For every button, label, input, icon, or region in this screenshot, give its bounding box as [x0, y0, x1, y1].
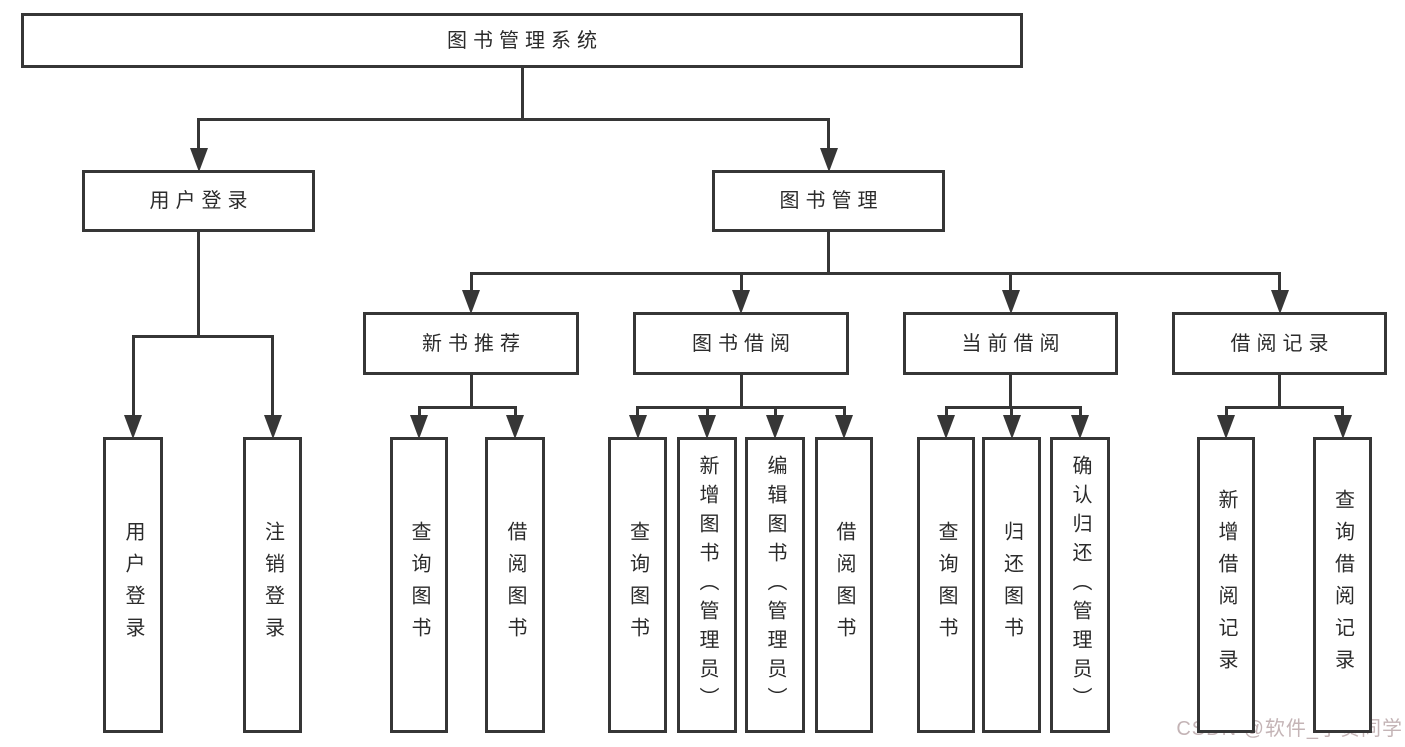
edge-drop [636, 406, 639, 417]
node-leaf-user-login: 用户登录 [103, 437, 163, 733]
edge-stem [520, 66, 524, 121]
node-leaf-edit-book: 编辑图书（管理员） [745, 437, 805, 733]
arrowhead-down-icon [1270, 290, 1289, 314]
edge-drop [1078, 406, 1082, 417]
edge-drop [827, 118, 830, 150]
arrowhead-down-icon [189, 148, 208, 172]
node-leaf-confirm-return: 确认归还（管理员） [1050, 437, 1110, 733]
node-leaf-add-book: 新增图书（管理员） [677, 437, 737, 733]
node-user-login: 用户登录 [82, 170, 315, 232]
node-root: 图书管理系统 [21, 13, 1023, 68]
edge-stem [739, 373, 743, 409]
edge-drop [271, 335, 274, 417]
arrowhead-down-icon [1071, 415, 1089, 439]
edge-stem [827, 230, 830, 275]
arrowhead-down-icon [732, 290, 750, 314]
arrowhead-down-icon [1217, 415, 1235, 439]
arrowhead-down-icon [698, 415, 716, 439]
arrowhead-down-icon [263, 415, 282, 439]
node-leaf-query-book-2: 查询图书 [608, 437, 667, 733]
edge-stem [469, 373, 473, 409]
edge-drop [1010, 406, 1013, 417]
edge-drop [944, 406, 948, 417]
arrowhead-down-icon [124, 415, 142, 439]
edge-drop [739, 272, 743, 292]
node-new-book-rec: 新书推荐 [363, 312, 579, 375]
node-leaf-query-book-1: 查询图书 [390, 437, 448, 733]
node-leaf-borrow-book-1: 借阅图书 [485, 437, 545, 733]
edge-drop [1341, 406, 1344, 417]
edge-stem [1009, 373, 1012, 409]
edge-rail [1224, 406, 1344, 409]
edge-rail [944, 406, 1082, 409]
edge-drop [197, 118, 200, 150]
node-leaf-query-record: 查询借阅记录 [1313, 437, 1372, 733]
edge-drop [705, 406, 709, 417]
node-leaf-query-book-3: 查询图书 [917, 437, 975, 733]
edge-drop [1224, 406, 1228, 417]
node-leaf-logout: 注销登录 [243, 437, 302, 733]
edge-drop [131, 335, 135, 417]
arrowhead-down-icon [462, 290, 480, 314]
arrowhead-down-icon [1002, 415, 1021, 439]
edge-drop [842, 406, 846, 417]
arrowhead-down-icon [835, 415, 853, 439]
edge-stem [1278, 373, 1281, 409]
edge-stem [197, 230, 200, 338]
edge-drop [417, 406, 421, 417]
node-borrow-records: 借阅记录 [1172, 312, 1387, 375]
node-leaf-borrow-book-2: 借阅图书 [815, 437, 873, 733]
arrowhead-down-icon [1333, 415, 1352, 439]
node-leaf-return-book: 归还图书 [982, 437, 1041, 733]
node-book-mgmt: 图书管理 [712, 170, 945, 232]
node-leaf-add-record: 新增借阅记录 [1197, 437, 1255, 733]
node-current-borrow: 当前借阅 [903, 312, 1118, 375]
edge-rail [197, 118, 830, 121]
arrowhead-down-icon [1001, 290, 1020, 314]
edge-rail [469, 272, 1281, 275]
arrowhead-down-icon [766, 415, 784, 439]
arrowhead-down-icon [937, 415, 955, 439]
edge-drop [1009, 272, 1012, 292]
edge-drop [469, 272, 473, 292]
arrowhead-down-icon [628, 415, 647, 439]
edge-drop [513, 406, 517, 417]
arrowhead-down-icon [506, 415, 524, 439]
edge-rail [417, 406, 517, 409]
arrowhead-down-icon [410, 415, 428, 439]
edge-drop [773, 406, 777, 417]
edge-rail [636, 406, 846, 409]
node-book-borrow: 图书借阅 [633, 312, 849, 375]
edge-drop [1278, 272, 1281, 292]
arrowhead-down-icon [819, 148, 838, 172]
edge-rail [131, 335, 274, 338]
